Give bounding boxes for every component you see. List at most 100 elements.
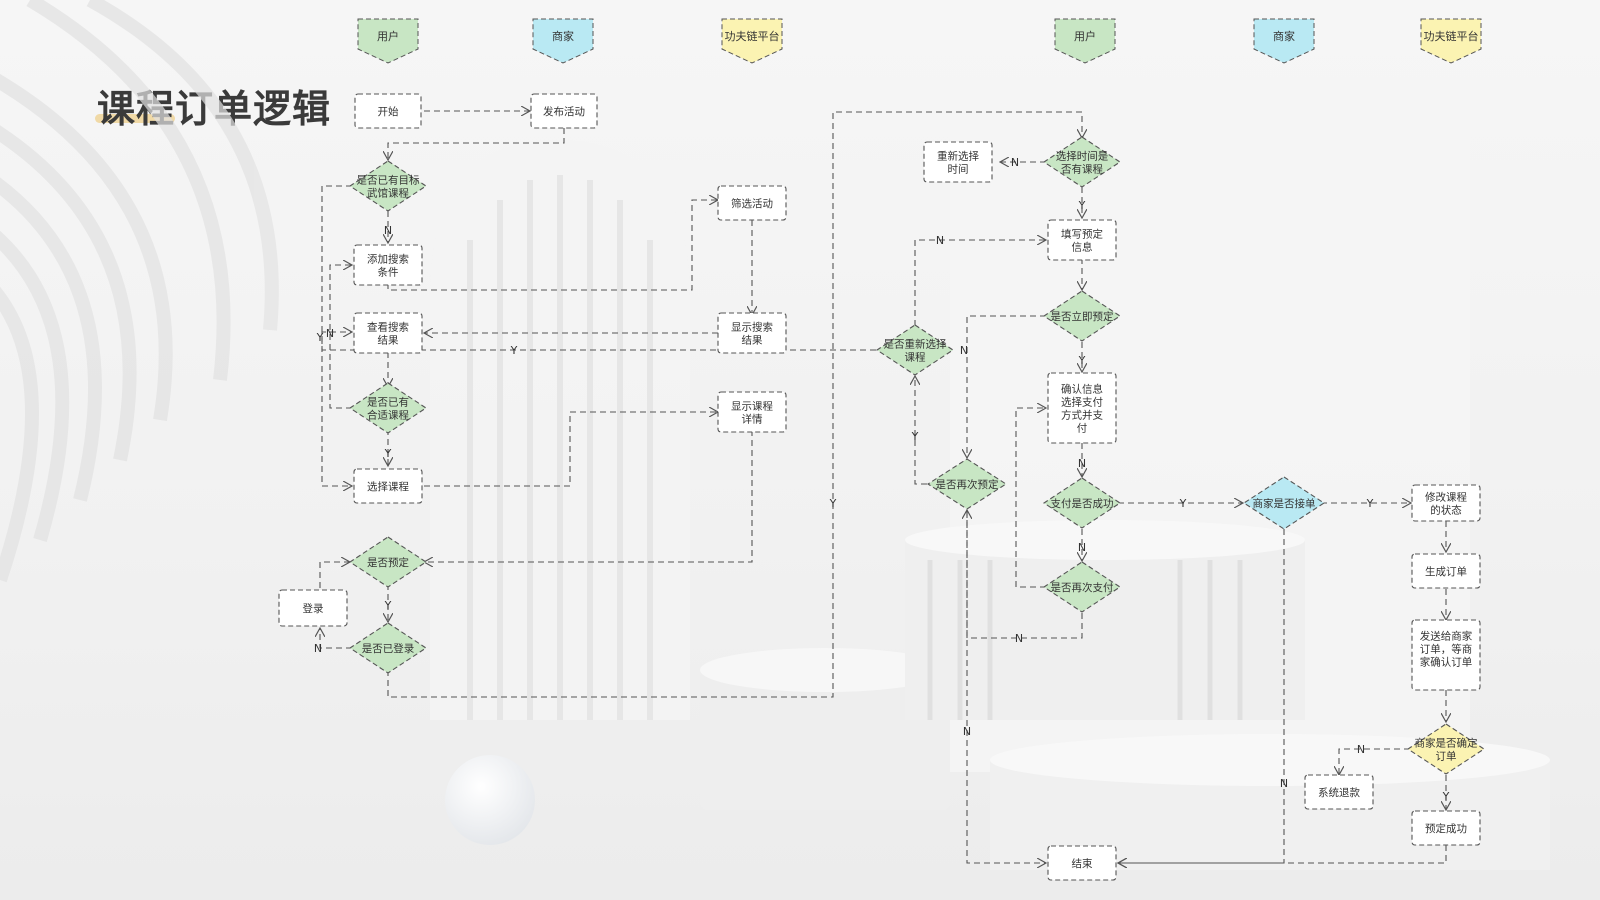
edge-label-yes: Y [384,447,392,460]
process-shape [353,244,423,286]
process-shape [717,312,787,354]
node-label: 是否已登录 [362,642,415,655]
node-merchant-accept: 商家是否接单 [1242,476,1326,530]
background-decor [0,0,1550,870]
node-label: 是否重新选择课程 [884,338,947,364]
lane-label: 功夫链平台 [725,29,780,43]
lane-header-merchant-left: 商家 [532,18,594,64]
edge-label-no: N [963,725,971,738]
swimlane-headers: 用户 商家 功夫链平台 用户 商家 功夫链平台 [357,18,1482,64]
lane-label: 功夫链平台 [1424,29,1479,43]
node-has-fit: 是否已有合适课程 [348,382,428,434]
node-reselect-time: 重新选择时间 [923,141,993,183]
decision-shape [1042,477,1122,529]
node-label: 是否再次预定 [936,478,999,491]
node-label: 发送给商家订单，等商家确认订单 [1420,630,1473,669]
node-label: 筛选活动 [731,197,773,210]
node-login: 登录 [278,589,348,627]
decision-shape [348,382,428,434]
process-shape [278,589,348,627]
decision-shape [348,622,428,674]
node-label: 是否立即预定 [1051,310,1114,323]
title-underline [95,114,175,123]
process-shape [1411,484,1481,522]
lane-header-platform-right: 功夫链平台 [1420,18,1482,64]
edge-label-no: N [1357,743,1365,756]
node-label: 商家是否接单 [1253,497,1316,510]
node-label: 是否预定 [367,556,409,569]
node-time-q: 选择时间是否有课程 [1042,136,1122,188]
decision-shape [1406,723,1486,775]
decision-shape [1042,561,1122,613]
process-shape [923,141,993,183]
node-publish: 发布活动 [530,93,598,129]
node-end: 结束 [1047,845,1117,881]
node-label: 是否再次支付 [1051,581,1114,594]
node-pay-again: 是否再次支付 [1042,561,1122,613]
node-label: 显示搜索结果 [731,321,773,347]
lane-label: 商家 [552,29,574,43]
lane-label: 用户 [377,29,399,43]
edge-label-yes: Y [1078,199,1086,212]
node-choose: 选择课程 [353,468,423,504]
decision-shape [875,324,955,376]
edge-label-yes: Y [510,344,518,357]
node-label: 确认信息选择支付方式并支付 [1061,383,1103,435]
edge-label-no: N [326,327,334,340]
node-label: 结束 [1072,857,1094,870]
lane-label: 用户 [1074,29,1096,43]
process-shape [353,312,423,354]
process-shape [717,391,787,433]
node-label: 查看搜索结果 [367,321,409,347]
node-logged-q: 是否已登录 [348,622,428,674]
process-shape [717,185,787,221]
node-label: 发布活动 [543,105,585,118]
node-label: 添加搜索条件 [367,253,409,279]
node-label: 是否已有合适课程 [367,396,409,422]
lane-header-merchant-right: 商家 [1253,18,1315,64]
node-again-book: 是否再次预定 [926,458,1008,510]
node-label: 是否已有目标武馆课程 [357,174,420,200]
edge-label-yes: Y [911,430,919,443]
process-shape [1047,372,1117,444]
edge-label-yes: Y [384,599,392,612]
process-shape [1411,810,1481,846]
edge-label-yes: Y [1366,497,1374,510]
node-fill: 填写预定信息 [1047,219,1117,261]
node-add-cond: 添加搜索条件 [353,244,423,286]
edge-label-yes: Y [829,497,837,510]
node-label: 商家是否确定订单 [1415,737,1478,763]
node-pay-ok: 支付是否成功 [1042,477,1122,529]
edge-label-yes: Y [1078,354,1086,367]
decision-shape [348,160,428,212]
process-shape [1411,553,1481,589]
node-label: 重新选择时间 [937,150,979,176]
node-label: 显示课程详情 [731,401,773,426]
edge-label-yes: Y [1442,790,1450,803]
node-show-detail: 显示课程详情 [717,391,787,433]
node-label: 填写预定信息 [1061,228,1103,254]
edge-label-no: N [1015,632,1023,645]
decision-shape [1242,476,1326,530]
node-label: 支付是否成功 [1051,497,1114,510]
node-label: 生成订单 [1425,565,1467,578]
node-label: 选择时间是否有课程 [1056,150,1109,176]
node-now-q: 是否立即预定 [1042,290,1122,342]
node-show-result: 显示搜索结果 [717,312,787,354]
flowchart-nodes: 开始发布活动是否已有目标武馆课程筛选活动添加搜索条件查看搜索结果显示搜索结果是否… [278,93,1486,881]
node-filter: 筛选活动 [717,185,787,221]
edge-label-no: N [936,234,944,247]
process-shape [353,468,423,504]
node-view-result: 查看搜索结果 [353,312,423,354]
node-reselect-course: 是否重新选择课程 [875,324,955,376]
edge-label-no: N [1078,541,1086,554]
edge-labels: N Y Y N N Y Y Y N Y N N Y Y N Y Y N N N … [314,156,1450,803]
lane-header-user-right: 用户 [1054,18,1116,64]
node-label: 预定成功 [1425,822,1467,835]
decision-shape [1042,136,1122,188]
decision-shape [1042,290,1122,342]
node-label: 系统退款 [1318,786,1360,799]
node-label: 选择课程 [367,480,409,493]
node-label: 修改课程的状态 [1425,491,1467,517]
